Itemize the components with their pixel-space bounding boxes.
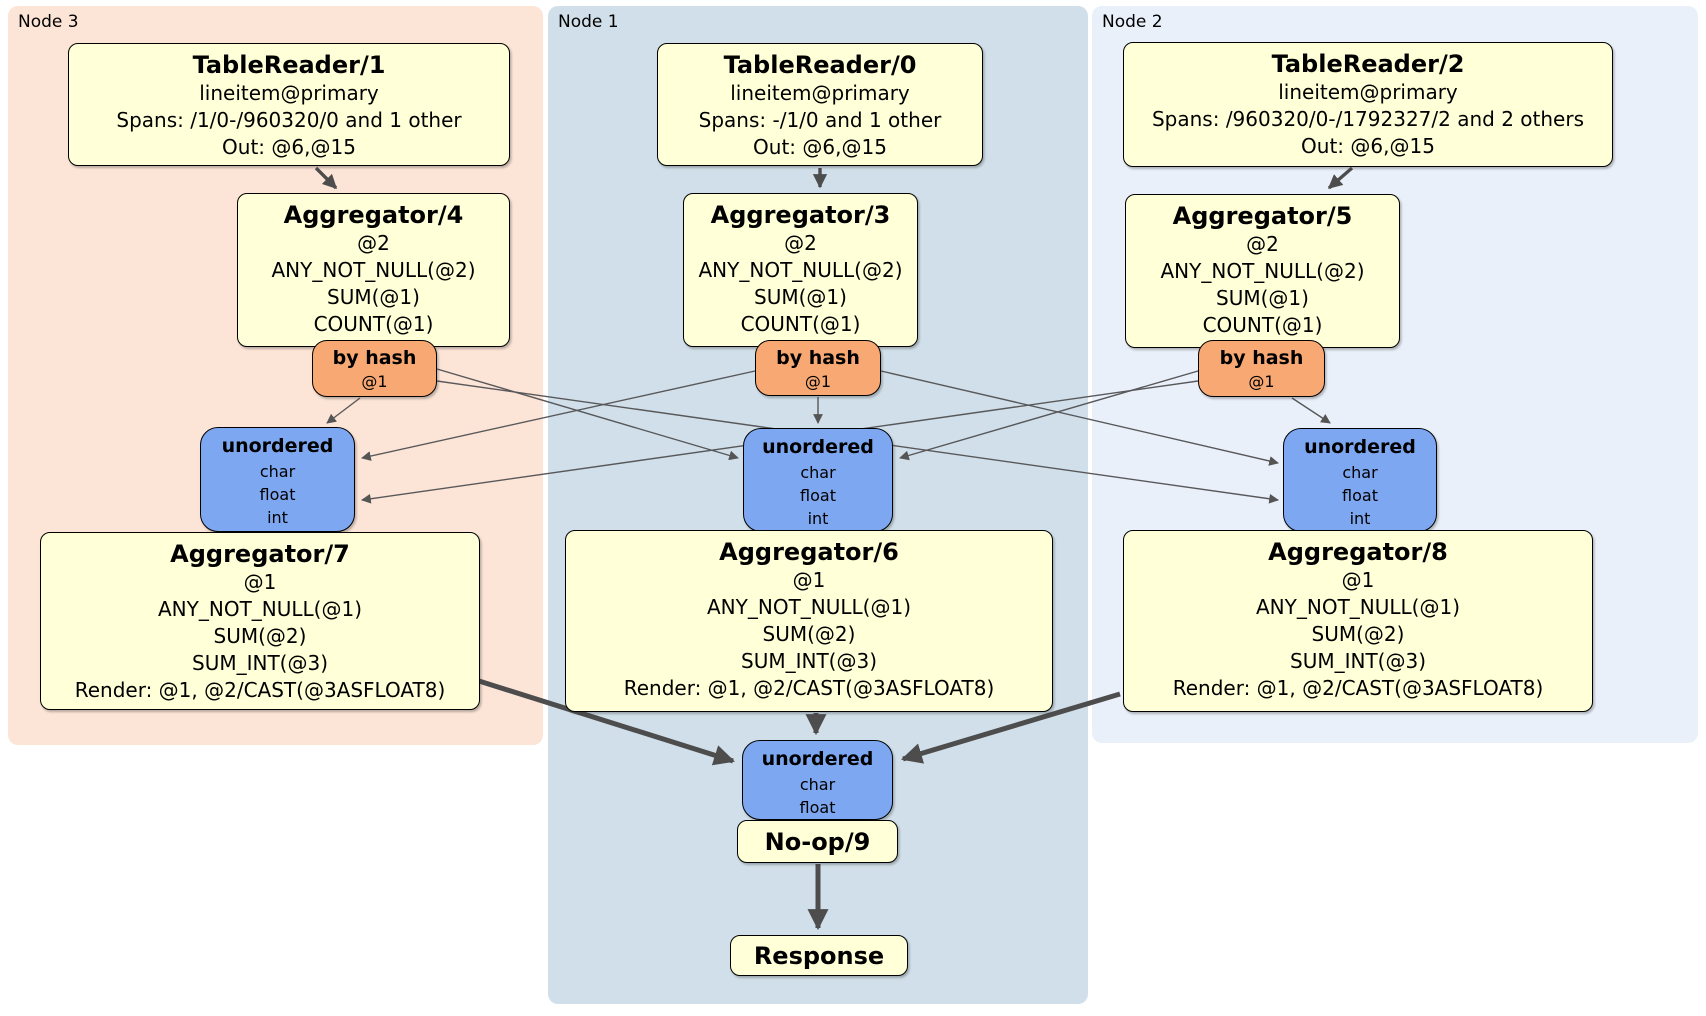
processor-detail: COUNT(@1) <box>740 312 861 336</box>
sync-unordered-final: unordered char float <box>742 740 893 820</box>
processor-detail: Spans: /960320/0-/1792327/2 and 2 others <box>1151 107 1584 131</box>
processor-detail: Out: @6,@15 <box>1301 134 1435 158</box>
router-by-hash-node2: by hash @1 <box>1198 340 1325 397</box>
processor-detail: SUM_INT(@3) <box>1290 649 1426 673</box>
processor-response: Response <box>730 935 908 976</box>
processor-detail: SUM(@1) <box>754 285 847 309</box>
processor-detail: Spans: -/1/0 and 1 other <box>698 108 942 132</box>
router-detail: @1 <box>804 372 832 391</box>
sync-stream: float <box>799 798 836 817</box>
processor-title: Aggregator/3 <box>710 201 891 229</box>
processor-title: Aggregator/6 <box>719 538 899 566</box>
processor-detail: @1 <box>243 570 277 594</box>
processor-detail: SUM(@2) <box>762 622 856 646</box>
sync-unordered-node1: unordered char float int <box>743 428 893 532</box>
processor-title: Aggregator/8 <box>1268 538 1448 566</box>
processor-detail: @2 <box>357 231 390 255</box>
sync-stream: int <box>267 508 288 527</box>
processor-detail: SUM(@1) <box>327 285 420 309</box>
processor-detail: lineitem@primary <box>199 81 379 105</box>
router-by-hash-node1: by hash @1 <box>755 340 881 396</box>
processor-noop-9: No-op/9 <box>737 820 898 863</box>
processor-detail: Render: @1, @2/CAST(@3ASFLOAT8) <box>623 676 995 700</box>
sync-unordered-node3: unordered char float int <box>200 427 355 532</box>
processor-detail: Spans: /1/0-/960320/0 and 1 other <box>116 108 462 132</box>
processor-title: TableReader/2 <box>1271 50 1465 78</box>
sync-title: unordered <box>761 748 874 770</box>
processor-tablereader-0: TableReader/0 lineitem@primary Spans: -/… <box>657 43 983 166</box>
router-detail: @1 <box>361 372 388 391</box>
processor-detail: @1 <box>1341 568 1375 592</box>
node-group-1-label: Node 1 <box>558 12 619 32</box>
processor-detail: Render: @1, @2/CAST(@3ASFLOAT8) <box>1172 676 1544 700</box>
sync-stream: char <box>800 463 836 482</box>
sync-stream: char <box>799 775 836 794</box>
edge-hash2-sync2 <box>1291 397 1331 424</box>
edge-tr2-agg5 <box>1327 166 1354 190</box>
processor-detail: COUNT(@1) <box>1202 313 1323 337</box>
processor-detail: ANY_NOT_NULL(@2) <box>698 258 903 282</box>
processor-title: Aggregator/4 <box>283 201 464 229</box>
processor-aggregator-6: Aggregator/6 @1 ANY_NOT_NULL(@1) SUM(@2)… <box>565 530 1053 712</box>
processor-detail: Out: @6,@15 <box>753 135 887 159</box>
processor-title: TableReader/0 <box>723 51 917 79</box>
processor-detail: lineitem@primary <box>730 81 910 105</box>
processor-detail: lineitem@primary <box>1278 80 1458 104</box>
sync-stream: float <box>800 486 836 505</box>
sync-stream: char <box>259 462 296 481</box>
processor-detail: @2 <box>784 231 817 255</box>
sync-title: unordered <box>221 435 334 457</box>
processor-title: Aggregator/7 <box>170 540 350 568</box>
processor-title: TableReader/1 <box>192 51 386 79</box>
processor-aggregator-7: Aggregator/7 @1 ANY_NOT_NULL(@1) SUM(@2)… <box>40 532 480 710</box>
processor-tablereader-1: TableReader/1 lineitem@primary Spans: /1… <box>68 43 510 166</box>
processor-detail: ANY_NOT_NULL(@2) <box>271 258 476 282</box>
processor-detail: SUM(@1) <box>1216 286 1309 310</box>
processor-detail: SUM_INT(@3) <box>741 649 877 673</box>
sync-stream: float <box>259 485 296 504</box>
processor-detail: SUM_INT(@3) <box>192 651 328 675</box>
processor-detail: Render: @1, @2/CAST(@3ASFLOAT8) <box>74 678 446 702</box>
sync-stream: int <box>807 509 829 528</box>
processor-aggregator-5: Aggregator/5 @2 ANY_NOT_NULL(@2) SUM(@1)… <box>1125 194 1400 348</box>
processor-aggregator-3: Aggregator/3 @2 ANY_NOT_NULL(@2) SUM(@1)… <box>683 193 918 347</box>
processor-aggregator-4: Aggregator/4 @2 ANY_NOT_NULL(@2) SUM(@1)… <box>237 193 510 347</box>
processor-detail: ANY_NOT_NULL(@1) <box>1256 595 1460 619</box>
edge-hash2-sync1 <box>899 370 1199 461</box>
router-detail: @1 <box>1248 372 1275 391</box>
processor-detail: SUM(@2) <box>213 624 307 648</box>
processor-detail: ANY_NOT_NULL(@1) <box>158 597 362 621</box>
sync-title: unordered <box>1304 436 1416 458</box>
node-group-3-label: Node 3 <box>18 12 79 32</box>
node-group-2-label: Node 2 <box>1102 12 1163 32</box>
processor-detail: Out: @6,@15 <box>222 135 356 159</box>
sync-stream: int <box>1349 509 1371 528</box>
router-title: by hash <box>776 347 860 369</box>
edge-hash3-sync1 <box>436 368 739 461</box>
processor-detail: ANY_NOT_NULL(@2) <box>1160 259 1365 283</box>
processor-title: Aggregator/5 <box>1172 202 1353 230</box>
edge-hash1-sync3 <box>361 370 756 461</box>
edge-agg7-final-sync <box>478 678 736 766</box>
processor-detail: @1 <box>792 568 826 592</box>
sync-stream: char <box>1342 463 1378 482</box>
processor-tablereader-2: TableReader/2 lineitem@primary Spans: /9… <box>1123 42 1613 167</box>
edge-agg8-final-sync <box>900 691 1121 764</box>
sync-unordered-node2: unordered char float int <box>1283 428 1437 532</box>
router-title: by hash <box>1219 347 1304 369</box>
edge-hash3-sync3 <box>326 397 361 424</box>
processor-detail: COUNT(@1) <box>313 312 434 336</box>
processor-detail: ANY_NOT_NULL(@1) <box>707 595 911 619</box>
edge-tr1-agg4 <box>314 166 338 190</box>
processor-detail: SUM(@2) <box>1311 622 1405 646</box>
sync-title: unordered <box>762 436 874 458</box>
router-by-hash-node3: by hash @1 <box>312 340 437 397</box>
processor-title: Response <box>753 941 885 970</box>
processor-title: No-op/9 <box>764 827 871 856</box>
sync-stream: float <box>1342 486 1378 505</box>
processor-detail: @2 <box>1246 232 1279 256</box>
edge-hash1-sync2 <box>880 370 1279 466</box>
processor-aggregator-8: Aggregator/8 @1 ANY_NOT_NULL(@1) SUM(@2)… <box>1123 530 1593 712</box>
router-title: by hash <box>332 347 417 369</box>
